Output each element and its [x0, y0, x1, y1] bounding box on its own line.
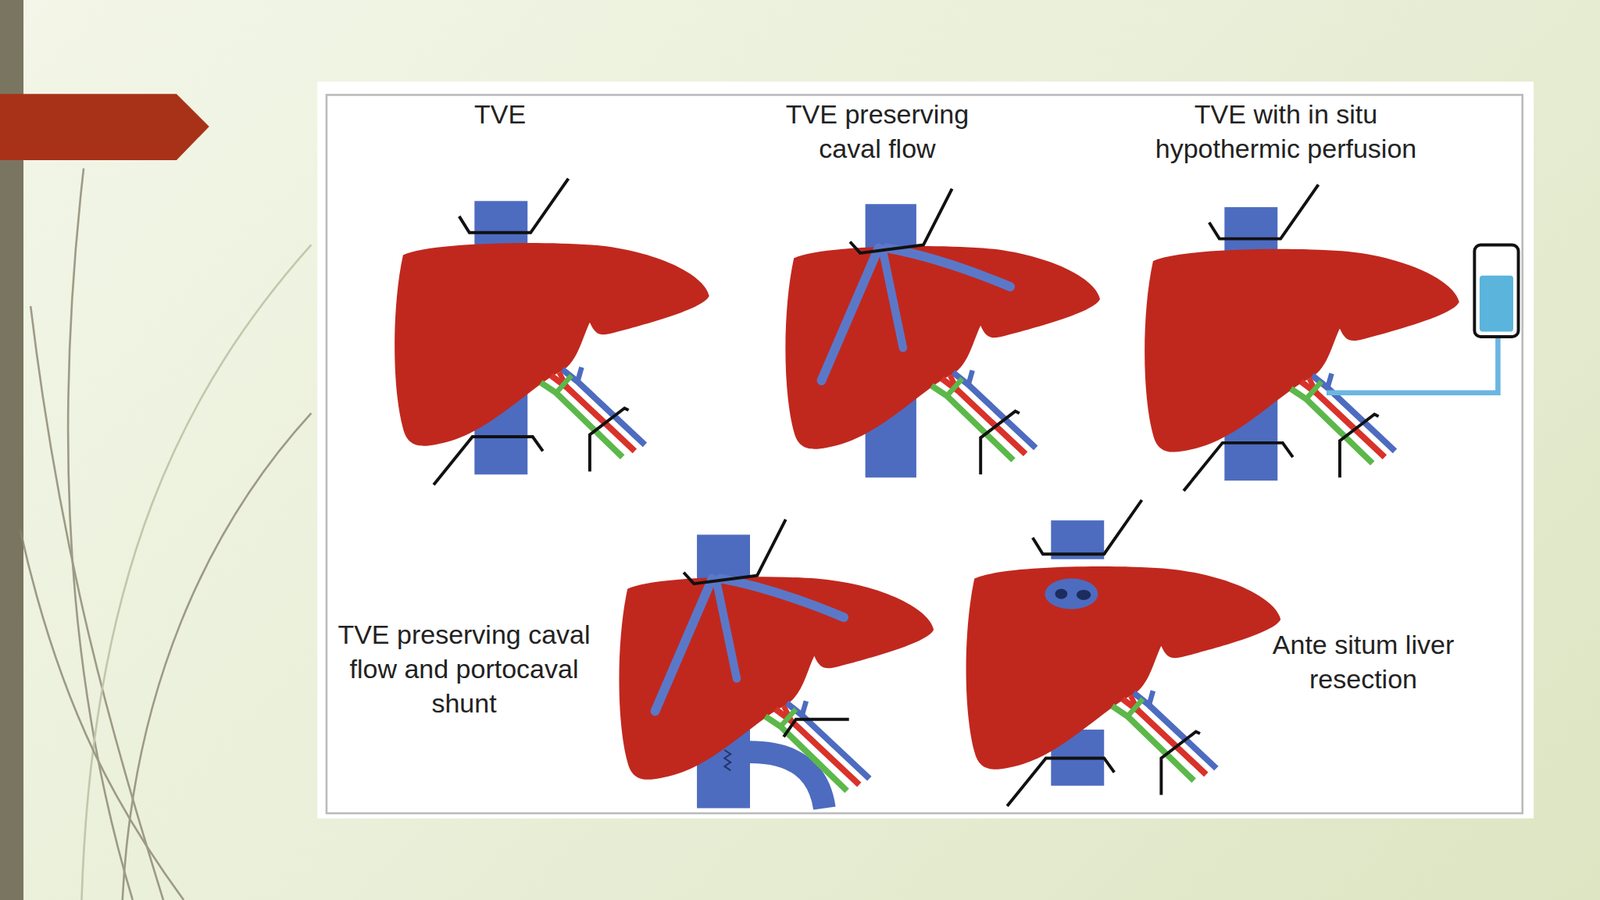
panel-caption: TVE preserving caval flow [760, 96, 995, 166]
figure-border [326, 94, 1523, 814]
panel-ante-situm [966, 500, 1282, 807]
banner-arrow [0, 93, 210, 161]
panel-hypothermic [1144, 184, 1460, 491]
decor-curves [20, 168, 311, 900]
panel-caval-flow [785, 189, 1100, 479]
panel-caption: TVE [421, 96, 579, 132]
panel-caption: TVE preserving caval flow and portocaval… [318, 617, 610, 721]
panel-portocaval-shunt [618, 519, 934, 809]
figure-background [317, 81, 1534, 818]
panel-caption: TVE with in situ hypothermic perfusion [1137, 96, 1435, 166]
panel-caption: Ante situm liver resection [1253, 627, 1473, 697]
perfusion-bag [1326, 244, 1519, 393]
panel-tve [394, 178, 710, 486]
